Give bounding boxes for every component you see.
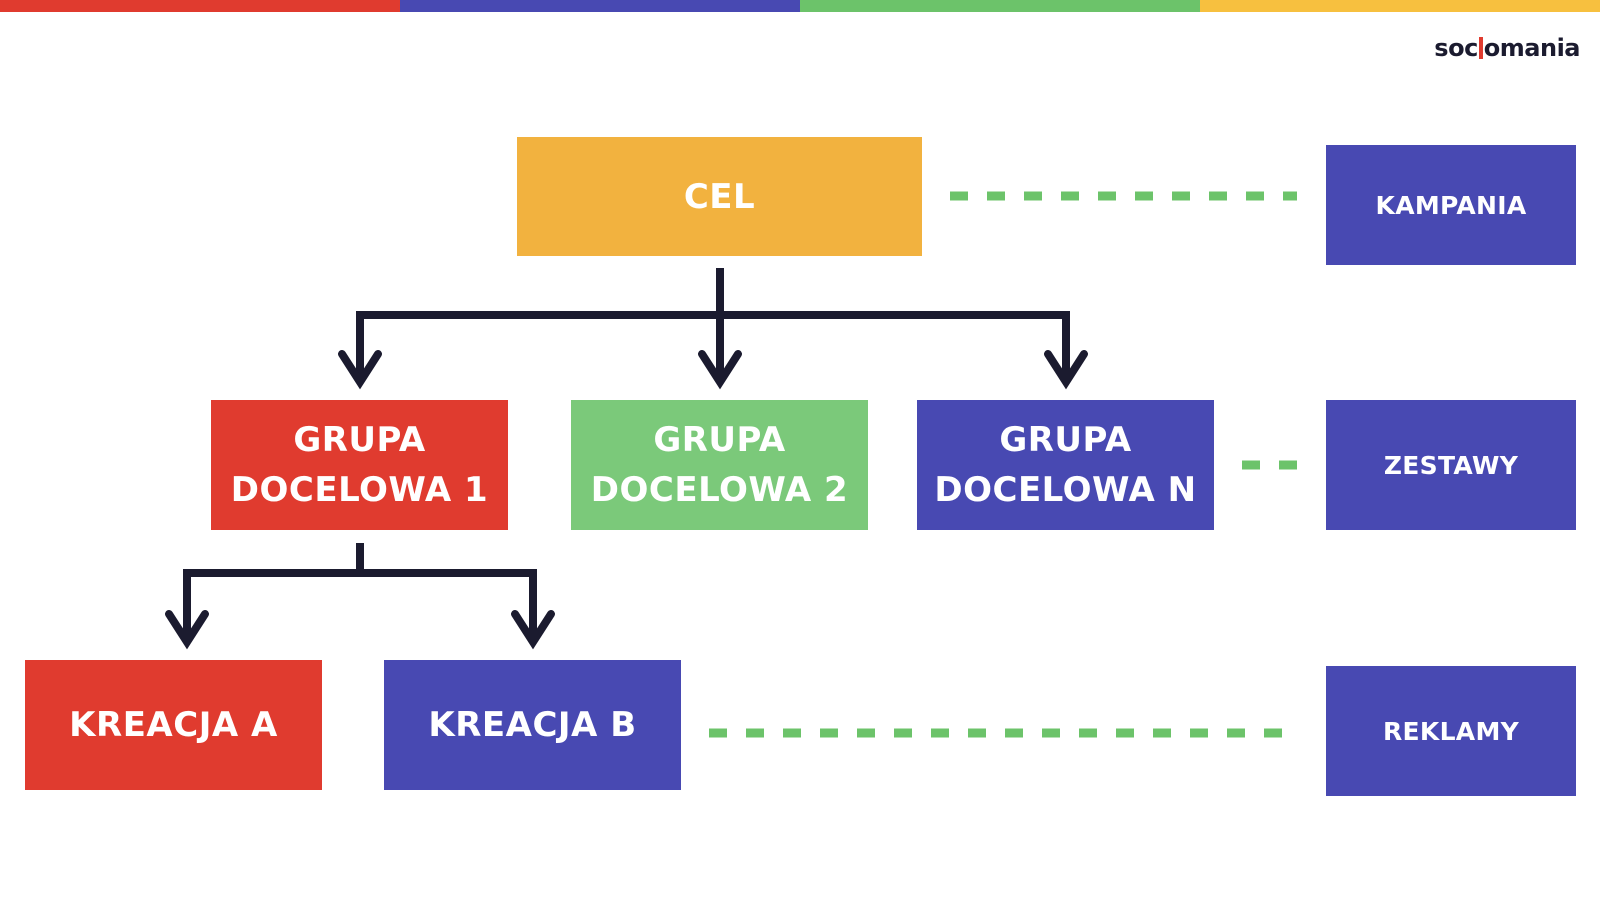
arrowhead-grupan bbox=[1044, 350, 1088, 390]
node-cel-label: CEL bbox=[683, 176, 756, 217]
label-kampania: KAMPANIA bbox=[1326, 145, 1576, 265]
node-kreacja-a-label: KREACJA A bbox=[69, 705, 278, 745]
node-grupa2-line2: DOCELOWA 2 bbox=[590, 470, 849, 510]
top-color-bar bbox=[0, 0, 1600, 12]
top-bar-green bbox=[800, 0, 1200, 12]
node-cel: CEL bbox=[517, 137, 922, 256]
node-grupa2-line1: GRUPA bbox=[653, 420, 786, 460]
arrowhead-kreacja-a bbox=[165, 610, 209, 650]
logo-text-part1: soc bbox=[1434, 34, 1478, 62]
label-kampania-text: KAMPANIA bbox=[1375, 190, 1527, 220]
node-grupa1-line2: DOCELOWA 1 bbox=[230, 470, 489, 510]
top-bar-red bbox=[0, 0, 400, 12]
arrowhead-kreacja-b bbox=[511, 610, 555, 650]
label-zestawy-text: ZESTAWY bbox=[1383, 450, 1519, 480]
node-kreacja-b: KREACJA B bbox=[384, 660, 681, 790]
node-grupa1-line1: GRUPA bbox=[293, 420, 426, 460]
node-grupa-docelowa-n: GRUPA DOCELOWA N bbox=[917, 400, 1214, 530]
node-grupan-line1: GRUPA bbox=[999, 420, 1132, 460]
top-bar-yellow bbox=[1200, 0, 1600, 12]
node-grupa-docelowa-2: GRUPA DOCELOWA 2 bbox=[571, 400, 868, 530]
logo-pin-icon bbox=[1478, 37, 1483, 59]
node-kreacja-b-label: KREACJA B bbox=[428, 705, 637, 745]
label-zestawy: ZESTAWY bbox=[1326, 400, 1576, 530]
node-grupan-line2: DOCELOWA N bbox=[934, 470, 1197, 510]
top-bar-blue bbox=[400, 0, 800, 12]
arrowhead-grupa2 bbox=[698, 350, 742, 390]
node-kreacja-a: KREACJA A bbox=[25, 660, 322, 790]
arrowhead-grupa1 bbox=[338, 350, 382, 390]
node-grupa-docelowa-1: GRUPA DOCELOWA 1 bbox=[211, 400, 508, 530]
label-reklamy: REKLAMY bbox=[1326, 666, 1576, 796]
label-reklamy-text: REKLAMY bbox=[1382, 716, 1520, 746]
logo-text-part2: omania bbox=[1483, 34, 1581, 62]
